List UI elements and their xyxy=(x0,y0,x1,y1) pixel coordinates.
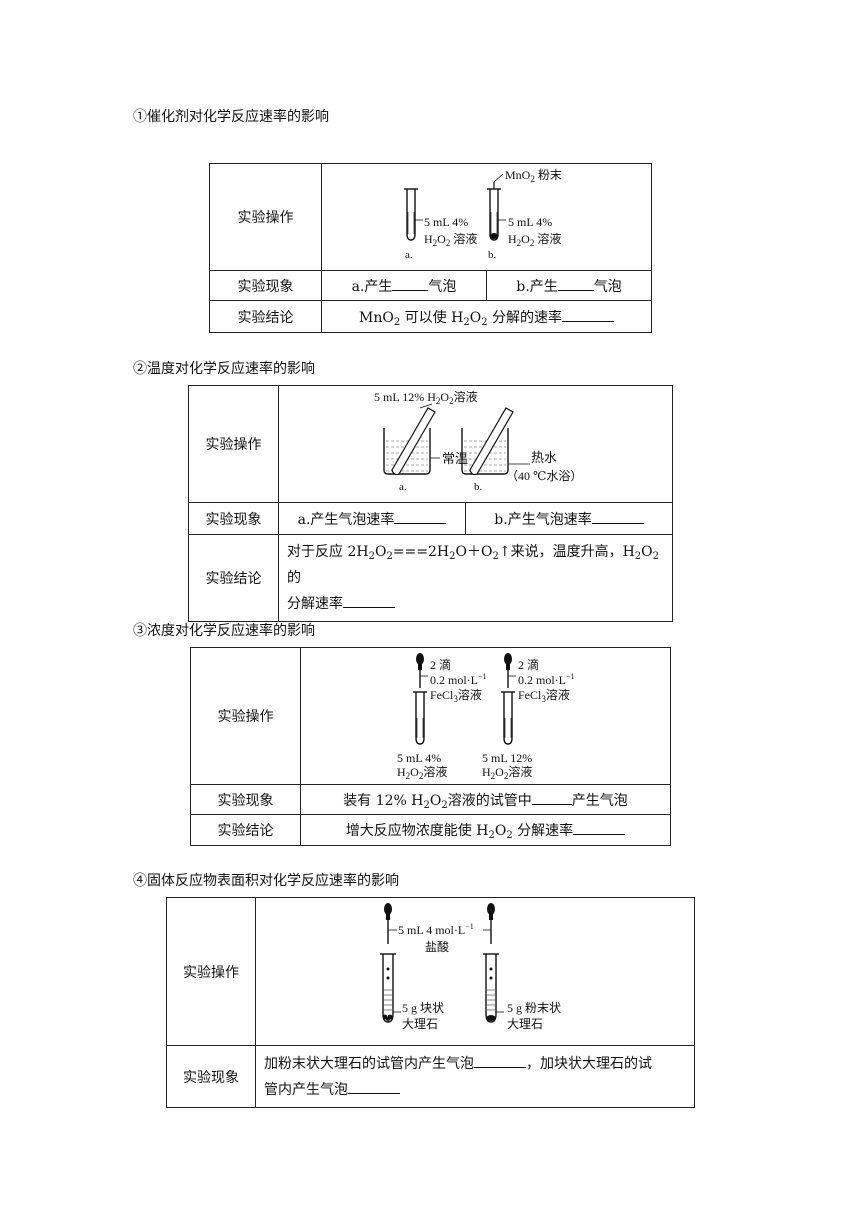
row-label-conclusion: 实验结论 xyxy=(188,534,279,622)
conc-label-right: 0.2 mol·L−1 xyxy=(518,672,575,687)
lump-marble-label: 大理石 xyxy=(402,1017,438,1031)
catalyst-test-tubes-svg: 5 mL 4% H2O2 溶液 a. MnO2 粉末 5 mL 4% H2O2 … xyxy=(403,168,562,261)
answer-blank[interactable] xyxy=(591,509,644,524)
water-bath-label: （40 ℃水浴） xyxy=(506,469,582,483)
section-heading-catalyst: ①催化剂对化学反应速率的影响 xyxy=(133,109,329,125)
phenomenon-a: a.产生气泡 xyxy=(321,270,487,301)
temperature-apparatus-figure: 5 mL 12% H2O2溶液 常温 xyxy=(278,385,673,503)
lump-marble-mass: 5 g 块状 xyxy=(402,1001,444,1015)
tube-a-volume: 5 mL 4% xyxy=(424,215,468,229)
test-tube-a xyxy=(403,188,423,241)
row-label-conclusion: 实验结论 xyxy=(190,814,301,846)
top-solution-label: 5 mL 12% H2O2溶液 xyxy=(374,389,478,406)
surface-area-experiment-table: 实验操作 5 mL 4 mol·L−1 盐酸 xyxy=(166,897,695,1108)
beaker-b-tag: b. xyxy=(474,481,483,493)
conc-label-left: 0.2 mol·L−1 xyxy=(430,672,487,687)
tube-left-solution: H2O2溶液 xyxy=(397,764,447,780)
beaker-a-tag: a. xyxy=(399,481,407,493)
row-label-operation: 实验操作 xyxy=(166,897,256,1046)
row-label-conclusion: 实验结论 xyxy=(209,300,322,333)
phenomenon-a: a.产生气泡速率 xyxy=(278,502,466,535)
section-heading-temperature: ②温度对化学反应速率的影响 xyxy=(133,361,315,377)
test-tube-right xyxy=(500,691,515,745)
acid-name-label: 盐酸 xyxy=(425,939,449,954)
test-tube-left xyxy=(380,953,401,1023)
beaker-a xyxy=(382,403,440,476)
row-label-operation: 实验操作 xyxy=(188,385,279,503)
answer-blank[interactable] xyxy=(474,1053,526,1068)
tube-a-solution: H2O2 溶液 xyxy=(424,231,477,248)
answer-blank[interactable] xyxy=(394,509,447,524)
conclusion-text: 增大反应物浓度能使 H2O2 分解速率 xyxy=(300,814,671,846)
phenomenon-line-1: 加粉末状大理石的试管内产生气泡，加块状大理石的试 xyxy=(264,1051,686,1077)
drops-label-left: 2 滴 xyxy=(430,657,451,672)
answer-blank[interactable] xyxy=(573,820,626,835)
phenomenon-text: 装有 12% H2O2溶液的试管中产生气泡 xyxy=(300,784,671,815)
mno2-powder-label: MnO2 粉末 xyxy=(505,168,562,184)
concentration-tubes-svg: 2 滴 0.2 mol·L−1 FeCl3溶液 5 mL 4% H2O2溶液 xyxy=(397,653,575,781)
test-tube-right xyxy=(483,953,504,1023)
concentration-apparatus-figure: 2 滴 0.2 mol·L−1 FeCl3溶液 5 mL 4% H2O2溶液 xyxy=(300,647,671,785)
row-label-phenomenon: 实验现象 xyxy=(209,270,322,301)
row-label-phenomenon: 实验现象 xyxy=(166,1045,256,1108)
surface-area-apparatus-figure: 5 mL 4 mol·L−1 盐酸 5 g 块状 xyxy=(255,897,695,1046)
dropper-right xyxy=(503,653,516,688)
conclusion-line-2: 分解速率 xyxy=(287,591,664,617)
beaker-b xyxy=(460,407,530,476)
fecl3-label-left: FeCl3溶液 xyxy=(430,687,482,704)
answer-blank[interactable] xyxy=(531,790,572,805)
section-heading-concentration: ③浓度对化学反应速率的影响 xyxy=(133,623,315,639)
row-label-operation: 实验操作 xyxy=(209,163,322,271)
section-heading-surface-area: ④固体反应物表面积对化学反应速率的影响 xyxy=(133,873,399,889)
answer-blank[interactable] xyxy=(557,276,594,291)
test-tube-left xyxy=(412,691,427,745)
test-tube-b xyxy=(486,173,506,241)
conclusion-text: MnO2 可以使 H2O2 分解的速率 xyxy=(321,300,652,333)
answer-blank[interactable] xyxy=(343,593,395,608)
tube-b-volume: 5 mL 4% xyxy=(508,215,552,229)
tube-b-solution: H2O2 溶液 xyxy=(508,231,561,248)
answer-blank[interactable] xyxy=(348,1079,400,1094)
powder-marble-mass: 5 g 粉末状 xyxy=(507,1001,561,1015)
tube-left-volume: 5 mL 4% xyxy=(397,751,441,765)
marble-tubes-svg: 5 mL 4 mol·L−1 盐酸 5 g 块状 xyxy=(380,903,561,1031)
tube-a-tag: a. xyxy=(405,249,413,261)
hot-water-label: 热水 xyxy=(531,450,557,465)
acid-volume-label: 5 mL 4 mol·L−1 xyxy=(398,922,474,937)
fecl3-label-right: FeCl3溶液 xyxy=(518,687,570,704)
row-label-phenomenon: 实验现象 xyxy=(190,784,301,815)
phenomenon-text: 加粉末状大理石的试管内产生气泡，加块状大理石的试 管内产生气泡 xyxy=(255,1045,695,1108)
row-label-phenomenon: 实验现象 xyxy=(188,502,279,535)
temperature-experiment-table: 实验操作 5 mL 12% H2O2溶液 xyxy=(188,385,673,622)
tube-right-solution: H2O2溶液 xyxy=(482,764,532,780)
powder-marble-label: 大理石 xyxy=(507,1017,543,1031)
dropper-left xyxy=(415,653,428,688)
phenomenon-line-2: 管内产生气泡 xyxy=(264,1077,686,1103)
row-label-operation: 实验操作 xyxy=(190,647,301,785)
catalyst-apparatus-figure: 5 mL 4% H2O2 溶液 a. MnO2 粉末 5 mL 4% H2O2 … xyxy=(321,163,652,271)
dropper-left xyxy=(384,903,397,944)
phenomenon-b: b.产生气泡速率 xyxy=(465,502,673,535)
conclusion-line-1: 对于反应 2H2O2===2H2O＋O2↑来说，温度升高，H2O2的 xyxy=(287,544,660,586)
catalyst-experiment-table: 实验操作 5 mL 4% H2O2 溶液 a. xyxy=(209,163,652,333)
drops-label-right: 2 滴 xyxy=(518,657,539,672)
tube-b-tag: b. xyxy=(488,249,497,261)
concentration-experiment-table: 实验操作 2 滴 0.2 mol·L−1 FeCl3溶液 xyxy=(190,647,671,846)
dropper-right xyxy=(483,903,495,944)
answer-blank[interactable] xyxy=(562,307,615,322)
conclusion-text: 对于反应 2H2O2===2H2O＋O2↑来说，温度升高，H2O2的 分解速率 xyxy=(278,534,673,622)
phenomenon-b: b.产生气泡 xyxy=(486,270,652,301)
tube-right-volume: 5 mL 12% xyxy=(482,751,532,765)
answer-blank[interactable] xyxy=(392,276,429,291)
temperature-beakers-svg: 5 mL 12% H2O2溶液 常温 xyxy=(374,389,582,493)
